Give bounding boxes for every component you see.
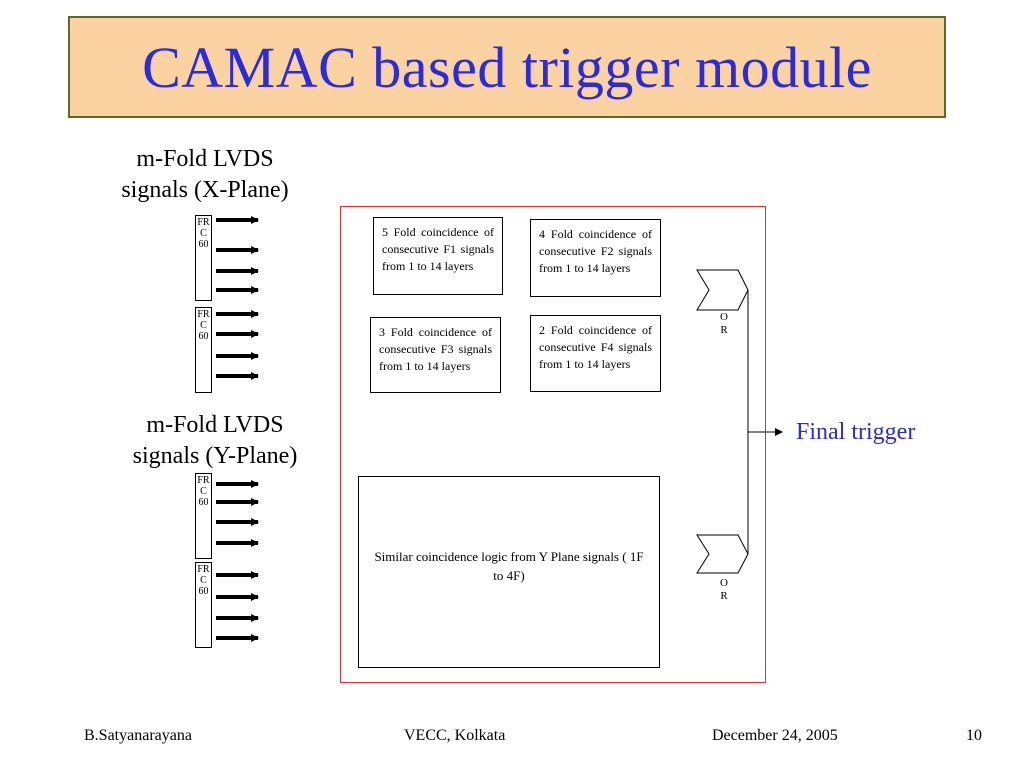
footer-date: December 24, 2005 <box>712 727 838 744</box>
frc-block-y1: FR C 60 <box>195 473 212 559</box>
frc-label-line: FR <box>197 475 210 486</box>
coincidence-box-f3: 3 Fold coincidence of consecutive F3 sig… <box>370 317 501 393</box>
footer-place: VECC, Kolkata <box>404 727 506 744</box>
frc-block-y2: FR C 60 <box>195 562 212 648</box>
frc-label-line: FR <box>197 309 210 320</box>
or-label-letter: O <box>720 577 728 589</box>
frc-label-line: 60 <box>198 331 209 342</box>
frc-label-line: FR <box>197 564 210 575</box>
y-frc1-arrows <box>216 480 259 547</box>
frc-label-line: FR <box>197 217 210 228</box>
y-plane-label-line2: signals (Y-Plane) <box>132 443 298 469</box>
coincidence-box-f2: 4 Fold coincidence of consecutive F2 sig… <box>530 219 661 297</box>
y-frc2-arrows <box>216 571 259 642</box>
frc-label-line: 60 <box>198 586 209 597</box>
coincidence-box-f1: 5 Fold coincidence of consecutive F1 sig… <box>373 217 503 295</box>
or-label-letter: O <box>720 311 728 323</box>
y-plane-label-line1: m-Fold LVDS <box>146 412 284 438</box>
x-plane-label: m-Fold LVDS signals (X-Plane) <box>90 144 320 206</box>
frc-label-line: C <box>200 320 207 331</box>
footer-page-number: 10 <box>966 727 982 744</box>
or-label-letter: R <box>720 324 728 336</box>
frc-label-line: C <box>200 575 207 586</box>
coincidence-box-f4: 2 Fold coincidence of consecutive F4 sig… <box>530 315 661 392</box>
frc-label-line: 60 <box>198 497 209 508</box>
frc-label-line: C <box>200 228 207 239</box>
frc-label-line: 60 <box>198 239 209 250</box>
slide-title: CAMAC based trigger module <box>142 34 872 100</box>
y-plane-logic-box: Similar coincidence logic from Y Plane s… <box>358 476 660 668</box>
title-banner: CAMAC based trigger module <box>68 16 946 118</box>
x-plane-label-line2: signals (X-Plane) <box>121 177 289 203</box>
trigger-module-box <box>340 206 766 683</box>
x-plane-label-line1: m-Fold LVDS <box>136 146 274 172</box>
or-gate-x-label: O R <box>714 311 734 337</box>
y-plane-label: m-Fold LVDS signals (Y-Plane) <box>100 410 330 472</box>
x-frc1-arrows <box>216 216 259 294</box>
footer-author: B.Satyanarayana <box>84 727 192 744</box>
x-frc2-arrows <box>216 310 259 380</box>
or-gate-x-shape <box>696 269 749 311</box>
final-trigger-label: Final trigger <box>796 419 916 445</box>
or-gate-y-label: O R <box>714 577 734 603</box>
or-label-letter: R <box>720 590 728 602</box>
frc-block-x2: FR C 60 <box>195 307 212 393</box>
or-gate-y-shape <box>696 534 749 574</box>
frc-block-x1: FR C 60 <box>195 215 212 301</box>
frc-label-line: C <box>200 486 207 497</box>
